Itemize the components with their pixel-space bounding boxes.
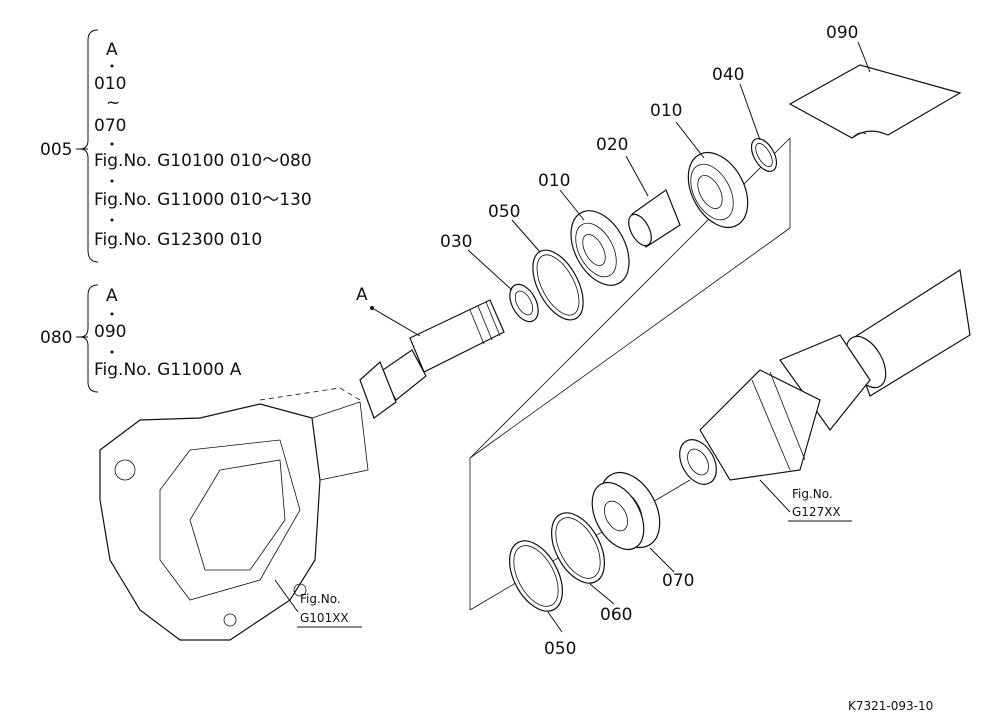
callout-040: 040 [712,65,744,85]
part-090-sheet: 090 [788,23,962,139]
callout-010-lower: 010 [538,171,570,191]
group-005-line-3: 070 [94,116,126,136]
callout-050-upper: 050 [488,202,520,222]
part-010-bearing-upper [687,152,749,228]
callout-050-lower: 050 [544,639,576,659]
ref-g101-line2: G101XX [300,611,349,625]
housing-g101xx: Fig.No. G101XX [99,387,369,641]
part-010-bearing-lower [570,210,630,286]
part-040-snap-ring [750,138,778,172]
ref-g127-line1: Fig.No. [792,487,833,501]
part-050-ring-upper [532,249,584,321]
callout-060: 060 [600,605,632,625]
part-a-pinion-shaft [359,299,505,419]
callout-010-upper: 010 [650,101,682,121]
group-080-line-0: A [106,286,118,306]
part-060-snap-ring [551,512,605,584]
callout-020: 020 [596,135,628,155]
callout-a: A [356,285,368,305]
callout-030: 030 [440,232,472,252]
ref-g127-line2: G127XX [792,505,841,519]
group-005-line-6: Fig.No. G12300 010 [94,230,262,250]
part-050-ring-lower [509,540,563,612]
callout-070: 070 [662,571,694,591]
group-005-line-2: ~ [106,93,120,113]
group-080-list: 080 A 090 Fig.No. G11000 A [40,284,242,393]
drawing-code: K7321-093-10 [848,699,933,713]
group-005-line-1: 010 [94,74,126,94]
part-030-collar [509,283,539,323]
group-005-line-5: Fig.No. G11000 010～130 [94,190,312,210]
upper-shaft-parts: 040 010 020 010 050 [356,65,778,419]
group-080-line-2: Fig.No. G11000 A [94,360,242,380]
group-080-code: 080 [40,328,72,348]
lower-parts: 070 060 050 [509,472,694,659]
part-070-seal [591,472,661,551]
group-005-code: 005 [40,140,72,160]
group-005-line-4: Fig.No. G10100 010～080 [94,151,312,171]
shaft-g127xx: Fig.No. G127XX [679,269,971,522]
group-080-line-1: 090 [94,322,126,342]
ref-g101-line1: Fig.No. [300,592,341,606]
callout-090: 090 [826,23,858,43]
part-020-collar [628,189,681,248]
group-005-list: 005 A 010 ~ 070 Fig.No. G10100 010～080 F… [40,29,312,263]
group-005-line-0: A [106,40,118,60]
